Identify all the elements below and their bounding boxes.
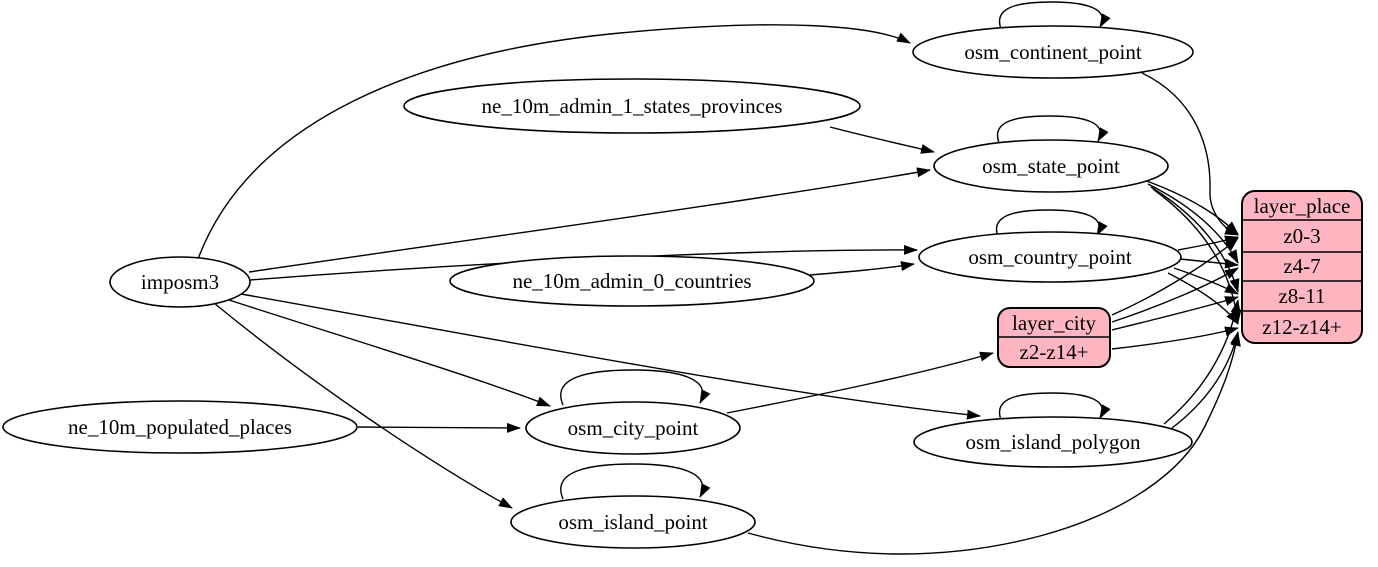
selfloop-osm_city_point xyxy=(560,369,711,406)
layer_place-row-z12-z14: z12-z14+ xyxy=(1262,315,1341,339)
node-osm_island_polygon: osm_island_polygon xyxy=(913,416,1193,468)
node-ne_10m_admin_1_states_provinces: ne_10m_admin_1_states_provinces xyxy=(403,78,861,134)
osm_island_polygon-label: osm_island_polygon xyxy=(965,430,1141,454)
layer_place-row-z8-11: z8-11 xyxy=(1278,284,1325,308)
imposm3-label: imposm3 xyxy=(141,270,219,294)
node-ne_10m_populated_places: ne_10m_populated_places xyxy=(2,400,358,454)
record-layer_place: layer_place z0-3 z4-7 z8-11 z12-z14+ xyxy=(1241,190,1363,344)
ne_10m_admin_0_countries-label: ne_10m_admin_0_countries xyxy=(512,269,751,293)
ne_10m_populated_places-label: ne_10m_populated_places xyxy=(68,415,292,439)
edge-osm_state_point-to-layer_place-z4-7 xyxy=(1147,183,1239,264)
node-ne_10m_admin_0_countries: ne_10m_admin_0_countries xyxy=(449,255,815,307)
edge-osm_island_polygon-to-layer_place-z8-11 xyxy=(1163,299,1241,425)
osm_island_point-ellipse xyxy=(510,495,756,549)
edge-layer_city-to-layer_place-z12-z14 xyxy=(1111,326,1239,350)
edge-layer_city-to-layer_place-z4-7 xyxy=(1111,267,1239,323)
edge-layer_city-to-layer_place-z0-3 xyxy=(1111,237,1239,316)
osm_continent_point-label: osm_continent_point xyxy=(964,40,1141,64)
edge-ne_10m_populated_places-to-osm_city_point xyxy=(357,422,521,433)
node-osm_city_point: osm_city_point xyxy=(525,401,741,455)
osm_island_polygon-ellipse xyxy=(913,416,1193,468)
edge-imposm3-to-osm_island_polygon xyxy=(240,293,981,420)
layer_place-row-z4-7: z4-7 xyxy=(1283,254,1320,278)
layer_city-title: layer_city xyxy=(1012,311,1096,335)
ne_10m_admin_0_countries-ellipse xyxy=(449,255,815,307)
edge-imposm3-to-osm_city_point xyxy=(228,299,551,407)
selfloop-osm_continent_point xyxy=(998,1,1111,30)
node-osm_island_point: osm_island_point xyxy=(510,495,756,549)
edge-imposm3-to-osm_island_point xyxy=(213,302,513,509)
edge-imposm3-to-osm_continent_point xyxy=(197,24,911,260)
node-osm_continent_point: osm_continent_point xyxy=(912,25,1194,79)
selfloop-osm_island_point xyxy=(560,463,711,500)
imposm3-ellipse xyxy=(109,256,251,308)
node-osm_state_point: osm_state_point xyxy=(933,139,1169,193)
osm_continent_point-ellipse xyxy=(912,25,1194,79)
edge-ne_10m_admin_1_states_provinces-to-osm_state_point xyxy=(829,126,935,154)
record-layer_city: layer_city z2-z14+ xyxy=(997,307,1111,368)
osm_island_point-label: osm_island_point xyxy=(558,510,708,534)
node-imposm3: imposm3 xyxy=(109,256,251,308)
layer_place-row-z0-3: z0-3 xyxy=(1283,224,1320,248)
edge-osm_state_point-to-layer_place-z0-3 xyxy=(1143,179,1239,235)
selfloop-osm_state_point xyxy=(996,115,1109,144)
edge-osm_island_point-to-layer_place-z12-z14 xyxy=(747,332,1241,555)
osm_city_point-ellipse xyxy=(525,401,741,455)
edge-osm_continent_point-to-layer_place-z0-3 xyxy=(1141,72,1239,236)
layer_place-box xyxy=(1241,190,1363,344)
layer_city-row-z2-z14: z2-z14+ xyxy=(1020,340,1089,364)
edge-osm_city_point-to-layer_city xyxy=(726,351,994,414)
node-osm_country_point: osm_country_point xyxy=(918,231,1182,283)
edge-layer_city-to-layer_place-z8-11 xyxy=(1111,296,1239,331)
ne_10m_populated_places-ellipse xyxy=(2,400,358,454)
osm_country_point-label: osm_country_point xyxy=(968,245,1131,269)
osm_country_point-ellipse xyxy=(918,231,1182,283)
osm_state_point-label: osm_state_point xyxy=(982,154,1120,178)
selfloop-osm_country_point xyxy=(995,209,1108,238)
edges xyxy=(197,1,1242,555)
ne_10m_admin_1_states_provinces-ellipse xyxy=(403,78,861,134)
selfloop-osm_island_polygon xyxy=(998,392,1111,421)
osm_city_point-label: osm_city_point xyxy=(568,416,699,440)
layer_place-title: layer_place xyxy=(1254,194,1351,218)
edge-osm_state_point-to-layer_place-z8-11 xyxy=(1150,186,1240,293)
edge-imposm3-to-osm_state_point xyxy=(248,167,931,273)
edge-osm_country_point-to-layer_place-z4-7 xyxy=(1179,258,1239,269)
edge-ne_10m_admin_0_countries-to-osm_country_point xyxy=(809,261,915,276)
edge-osm_country_point-to-layer_place-z12-z14 xyxy=(1167,272,1239,325)
osm_state_point-ellipse xyxy=(933,139,1169,193)
ne_10m_admin_1_states_provinces-label: ne_10m_admin_1_states_provinces xyxy=(482,94,783,118)
